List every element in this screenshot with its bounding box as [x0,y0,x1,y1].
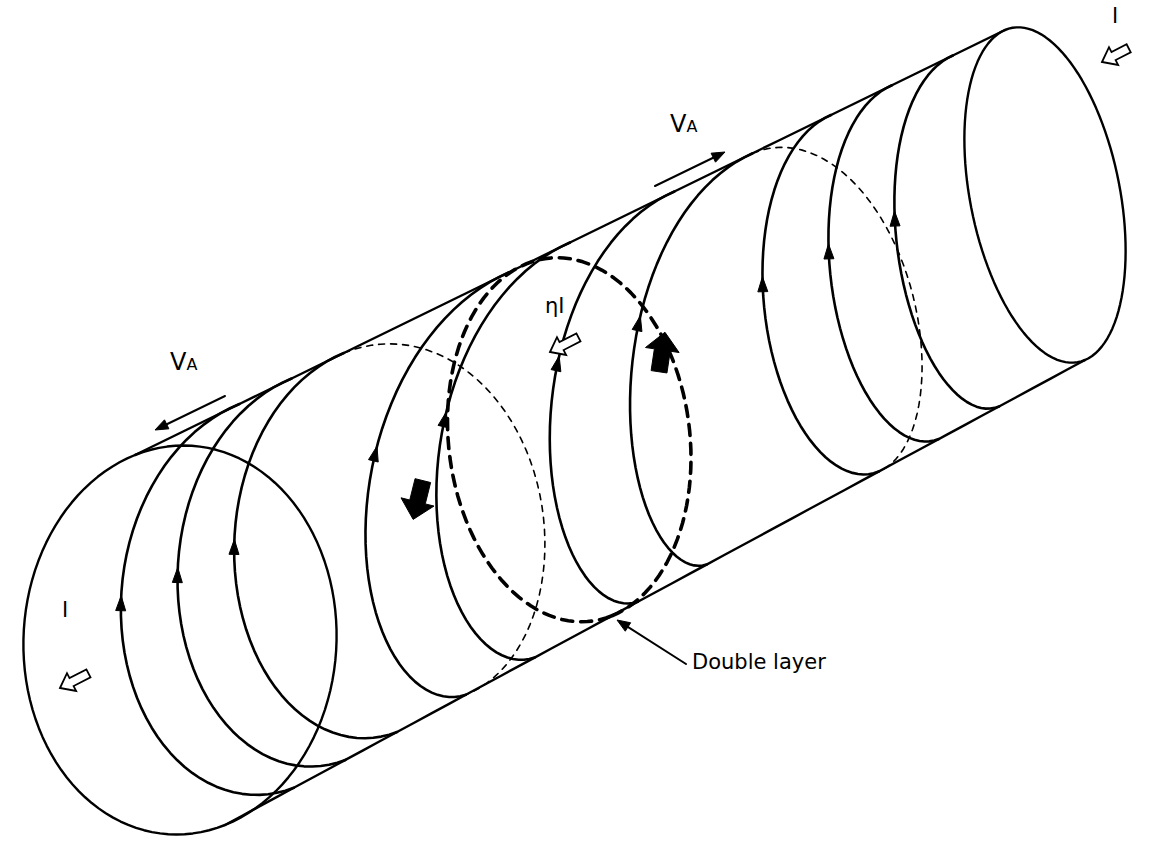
current-arrow [1102,44,1131,65]
field-arrowhead [758,277,768,292]
field-arrowhead [824,244,834,259]
field-line [121,404,294,795]
hidden-field-line [344,344,545,695]
label-slot: Double layer [690,650,828,675]
double-layer-ring [448,258,691,622]
field-line [630,153,753,566]
velocity-arrow [159,396,225,428]
field-line [234,353,397,738]
current-arrow [550,333,581,355]
hidden-field-line [753,147,922,471]
field-arrowhead [229,539,239,554]
current-arrow [60,669,91,691]
leader-line [620,622,686,664]
rotation-arrow [401,479,434,520]
arrowhead [617,620,631,631]
label-slot: VA [168,348,199,377]
field-line [550,192,675,604]
arrowhead [155,420,169,430]
rotation-arrow [645,332,679,373]
field-line [894,56,999,409]
alfven-speed-label: VA [168,348,199,377]
field-line [828,85,938,441]
tube-end [964,27,1125,362]
field-arrowhead [632,316,642,332]
field-arrowhead [116,596,126,611]
field-arrowhead [890,211,900,226]
current-label: I [1110,4,1120,29]
tube-end [23,446,336,835]
leader-label: Double layer [690,650,828,675]
field-arrowhead [369,446,379,462]
field-arrowhead [438,412,448,428]
field-arrowhead [551,356,561,372]
tube-outline [225,360,1085,825]
current-label: I [60,598,70,623]
field-arrowhead [172,568,182,583]
label-slot: I [1110,4,1120,29]
current-fraction-label: ηI [543,294,567,319]
label-slot: ηI [543,294,567,319]
arrowhead [711,152,725,162]
velocity-arrow [655,154,721,186]
alfven-speed-label: VA [668,110,699,139]
label-slot: VA [668,110,699,139]
field-line [762,115,878,474]
label-slot: I [60,598,70,623]
